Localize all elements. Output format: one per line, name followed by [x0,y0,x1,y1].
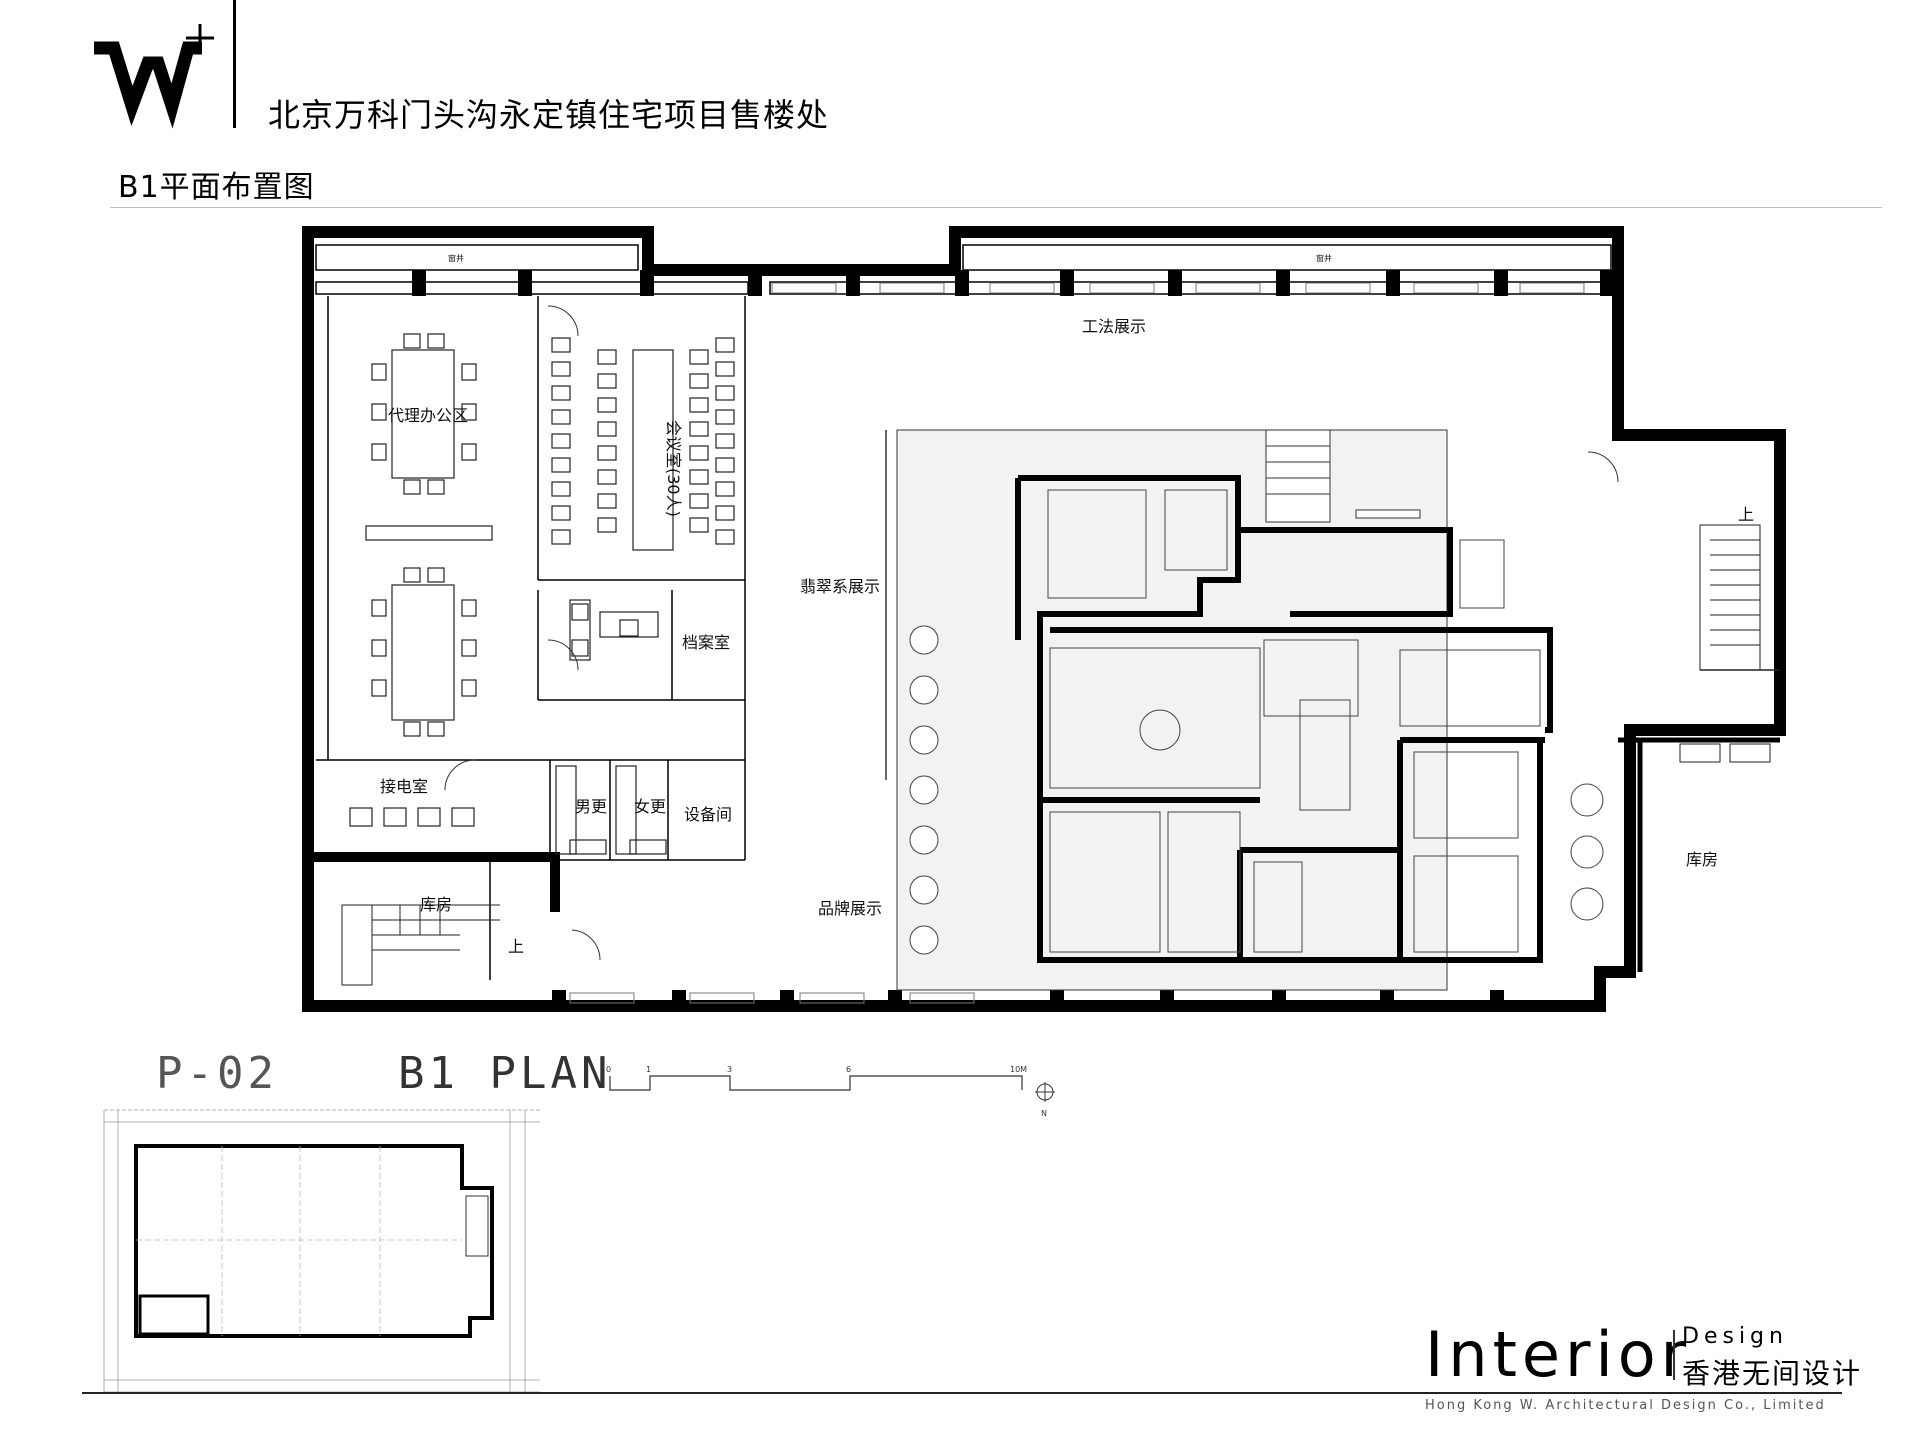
room-label-mens-locker: 男更 [575,797,607,816]
landscape-trees [909,625,1604,955]
room-label-archive-room: 档案室 [682,633,730,652]
office-partitions [316,296,746,980]
project-title: 北京万科门头沟永定镇住宅项目售楼处 [268,96,830,134]
header-divider [233,0,236,128]
model-unit-walls [1015,475,1553,963]
company-logo [94,24,214,129]
storage-shelves [1679,743,1771,763]
company-name: Hong Kong W. Architectural Design Co., L… [1425,1398,1826,1413]
window-well-label-right: 窗井 [1316,253,1332,263]
window-panes [569,282,1585,1004]
scale-tick-3: 3 [727,1065,732,1074]
scale-bar [609,1075,1023,1091]
sheet-code: P-02 [156,1048,278,1099]
room-label-meeting-room: 会议室(30人) [664,420,683,517]
north-label: N [1041,1109,1047,1118]
room-label-womens-locker: 女更 [634,797,666,816]
scale-tick-1: 1 [646,1065,651,1074]
brand-design-label: Design [1682,1324,1788,1349]
corridor-wall [550,852,560,912]
scale-tick-10m: 10M [1010,1065,1027,1074]
office-furniture [365,349,674,721]
room-label-equipment-room: 设备间 [684,805,732,824]
room-label-jade-display: 翡翠系展示 [800,577,880,596]
storage-right-partitions [1618,737,1780,972]
stair-up-label-left: 上 [508,937,524,956]
storage-wall [310,852,550,862]
stair-right [1699,524,1780,671]
room-label-craft-display: 工法展示 [1082,317,1146,336]
scale-tick-6: 6 [846,1065,851,1074]
stair-up-label-right: 上 [1738,505,1754,524]
plan-caption: B1 PLAN [398,1048,612,1099]
room-label-storage-left: 库房 [420,895,452,914]
entry-steps [1265,429,1421,523]
north-arrow-icon [1035,1082,1055,1102]
scale-tick-0: 0 [606,1065,611,1074]
window-well-label-left: 窗井 [448,253,464,263]
room-label-storage-right: 库房 [1686,850,1718,869]
brand-divider [1673,1330,1675,1380]
wall-columns [412,270,1614,1006]
sheet-title: B1平面布置图 [118,170,315,205]
room-label-power-room: 接电室 [380,777,428,796]
model-unit-furniture [1047,489,1541,953]
brand-wordmark: Interior [1425,1318,1692,1391]
brand-chinese-name: 香港无间设计 [1682,1357,1863,1390]
footer-rule [82,1392,1842,1394]
stair-left [341,904,500,986]
key-plan-thumbnail [103,1109,540,1393]
room-label-brand-display: 品牌展示 [818,899,882,918]
display-zone [896,429,1448,991]
header-rule [110,207,1882,208]
room-label-agent-office: 代理办公区 [388,406,468,425]
office-chairs [349,333,735,827]
locker-cabinets [555,765,667,855]
